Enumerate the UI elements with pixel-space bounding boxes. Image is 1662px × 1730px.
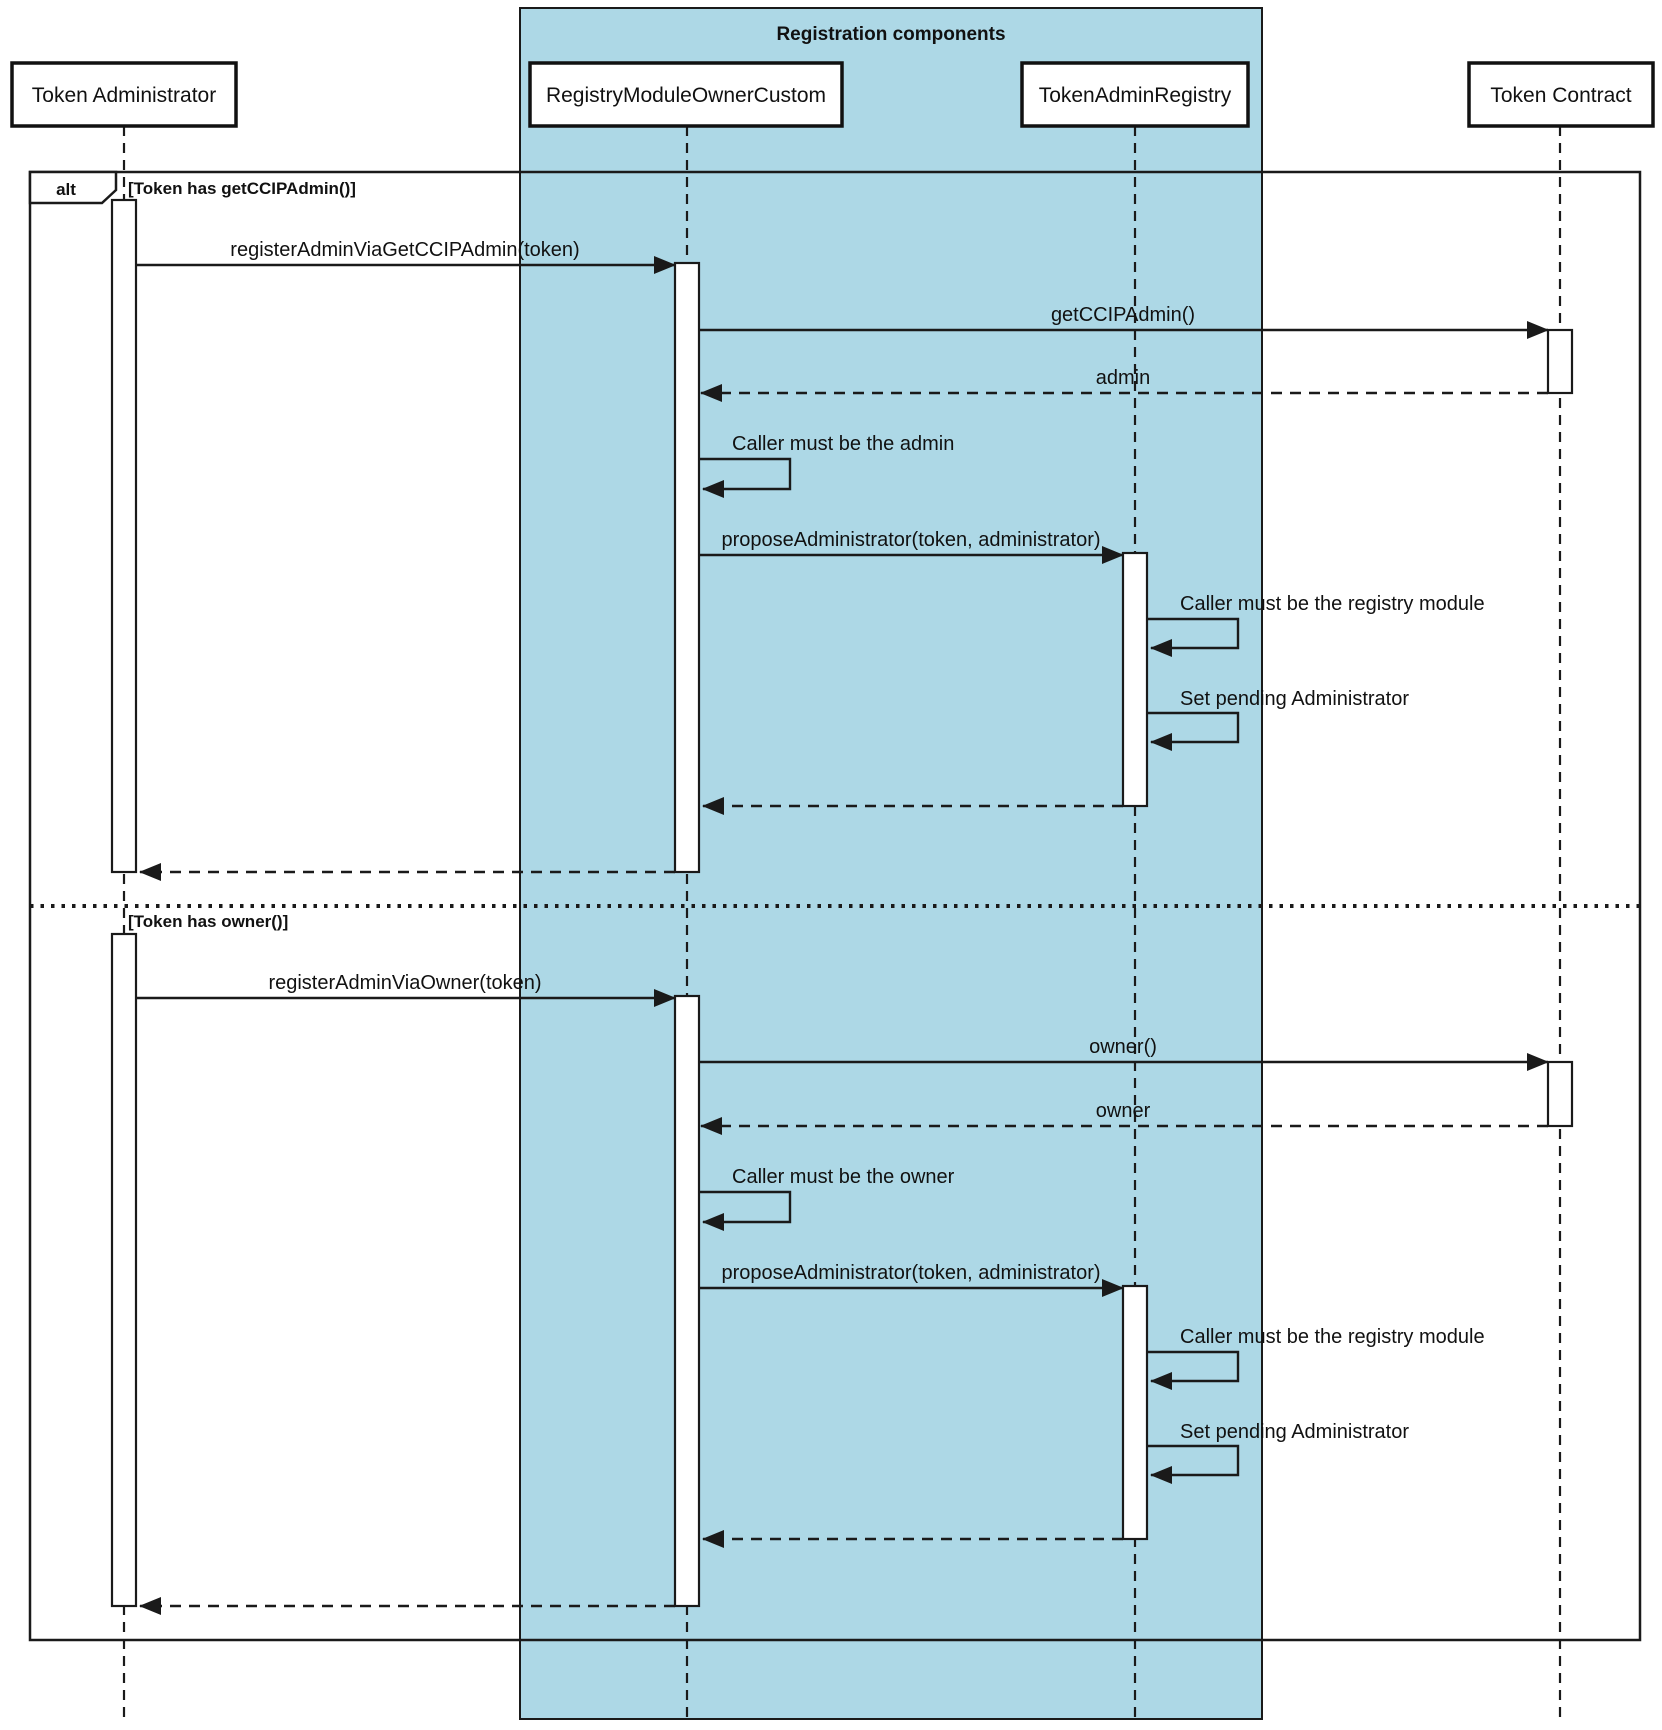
participant-box bbox=[1020, 61, 1250, 128]
message-label: registerAdminViaOwner(token) bbox=[268, 972, 541, 994]
message-label: getCCIPAdmin() bbox=[1051, 304, 1195, 326]
alt-operator-label: alt bbox=[56, 180, 76, 199]
message-register-admin-via-getccipadmin: registerAdminViaGetCCIPAdmin(token) bbox=[136, 239, 676, 274]
self-message-line bbox=[1147, 1444, 1240, 1484]
message-admin-return: admin bbox=[700, 367, 1548, 402]
self-message-caller-must-be-registry-module-2: Caller must be the registry module bbox=[1147, 1326, 1485, 1390]
participant-label: TokenAdminRegistry bbox=[1039, 84, 1232, 107]
activation-token-contract-1 bbox=[1546, 328, 1574, 395]
activation-token-admin-registry-2 bbox=[1121, 1284, 1149, 1541]
participant-token-contract: Token Contract bbox=[1467, 61, 1655, 128]
message-label: owner() bbox=[1089, 1036, 1157, 1058]
alt-operator-badge bbox=[28, 170, 118, 205]
self-message-label: Set pending Administrator bbox=[1180, 688, 1409, 710]
self-message-caller-must-be-admin: Caller must be the admin bbox=[699, 433, 954, 498]
alt-frame: alt [Token has getCCIPAdmin()] [Token ha… bbox=[28, 170, 1642, 1642]
participant-registry-module-owner-custom: RegistryModuleOwnerCustom bbox=[528, 61, 844, 128]
group-title: Registration components bbox=[776, 24, 1005, 45]
registration-components-group: Registration components bbox=[519, 7, 1263, 1720]
message-label: admin bbox=[1096, 367, 1150, 389]
self-message-line bbox=[1147, 1350, 1240, 1390]
self-message-set-pending-administrator-2: Set pending Administrator bbox=[1147, 1421, 1409, 1484]
message-label: owner bbox=[1096, 1100, 1151, 1122]
guard-token-has-owner: [Token has owner()] bbox=[128, 912, 288, 931]
self-message-line bbox=[1147, 617, 1240, 657]
self-message-caller-must-be-owner: Caller must be the owner bbox=[699, 1166, 955, 1231]
self-message-label: Caller must be the registry module bbox=[1180, 593, 1485, 615]
message-owner-call: owner() bbox=[699, 1036, 1549, 1071]
participant-token-admin-registry: TokenAdminRegistry bbox=[1020, 61, 1250, 128]
participant-token-administrator: Token Administrator bbox=[10, 61, 238, 128]
activation-registry-module-2 bbox=[673, 994, 701, 1608]
self-message-label: Caller must be the registry module bbox=[1180, 1326, 1485, 1348]
message-register-admin-via-owner: registerAdminViaOwner(token) bbox=[136, 972, 676, 1007]
message-label: proposeAdministrator(token, administrato… bbox=[721, 1262, 1100, 1284]
message-label: registerAdminViaGetCCIPAdmin(token) bbox=[230, 239, 579, 261]
participant-box bbox=[528, 61, 844, 128]
activation-token-admin-registry-1 bbox=[1121, 551, 1149, 808]
activation-token-administrator-1 bbox=[110, 198, 138, 874]
activation-token-contract-2 bbox=[1546, 1060, 1574, 1128]
self-message-line bbox=[699, 457, 792, 498]
participant-label: Token Administrator bbox=[32, 84, 216, 107]
message-propose-administrator-2: proposeAdministrator(token, administrato… bbox=[699, 1262, 1124, 1297]
self-message-label: Caller must be the owner bbox=[732, 1166, 955, 1188]
participant-box bbox=[1467, 61, 1655, 128]
message-getccipadmin-call: getCCIPAdmin() bbox=[699, 304, 1549, 339]
participant-box bbox=[10, 61, 238, 128]
activation-token-administrator-2 bbox=[110, 932, 138, 1608]
guard-token-has-getccipadmin: [Token has getCCIPAdmin()] bbox=[128, 179, 356, 198]
activation-registry-module-1 bbox=[673, 261, 701, 874]
self-message-label: Caller must be the admin bbox=[732, 433, 954, 455]
message-propose-administrator-1: proposeAdministrator(token, administrato… bbox=[699, 529, 1124, 564]
self-message-line bbox=[699, 1190, 792, 1231]
participant-label: Token Contract bbox=[1490, 84, 1631, 107]
self-message-caller-must-be-registry-module-1: Caller must be the registry module bbox=[1147, 593, 1485, 657]
participant-label: RegistryModuleOwnerCustom bbox=[546, 84, 826, 107]
self-message-line bbox=[1147, 711, 1240, 751]
self-message-set-pending-administrator-1: Set pending Administrator bbox=[1147, 688, 1409, 751]
self-message-label: Set pending Administrator bbox=[1180, 1421, 1409, 1443]
message-owner-return: owner bbox=[700, 1100, 1548, 1135]
message-label: proposeAdministrator(token, administrato… bbox=[721, 529, 1100, 551]
